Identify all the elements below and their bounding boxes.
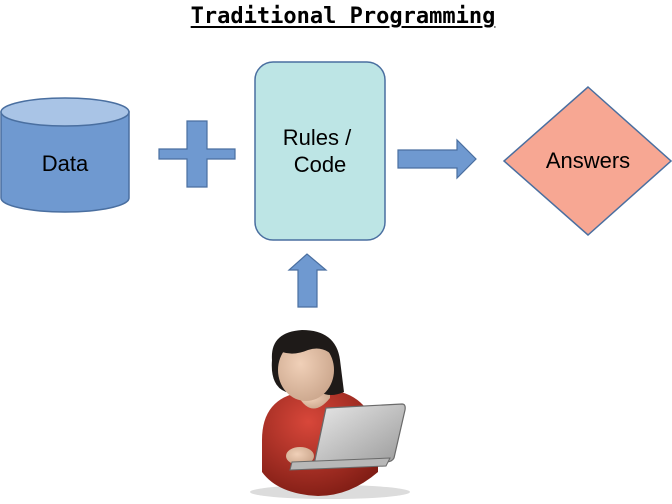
rules-label-line1: Rules / — [283, 125, 352, 150]
programmer-with-laptop-icon — [250, 330, 410, 499]
rules-code-box — [254, 61, 386, 241]
data-node: Data — [0, 97, 130, 213]
answers-diamond — [502, 85, 672, 237]
answers-label: Answers — [546, 148, 630, 173]
diagram-title: Traditional Programming — [190, 4, 496, 29]
database-cylinder-icon — [0, 97, 130, 213]
plus-icon — [158, 120, 236, 188]
rules-label-line2: Code — [294, 152, 347, 177]
data-label: Data — [42, 151, 89, 176]
answers-node: Answers — [502, 85, 672, 237]
rules-code-node: Rules / Code — [254, 61, 386, 241]
arrow-right-icon — [397, 138, 477, 180]
arrow-up-icon — [287, 253, 328, 308]
